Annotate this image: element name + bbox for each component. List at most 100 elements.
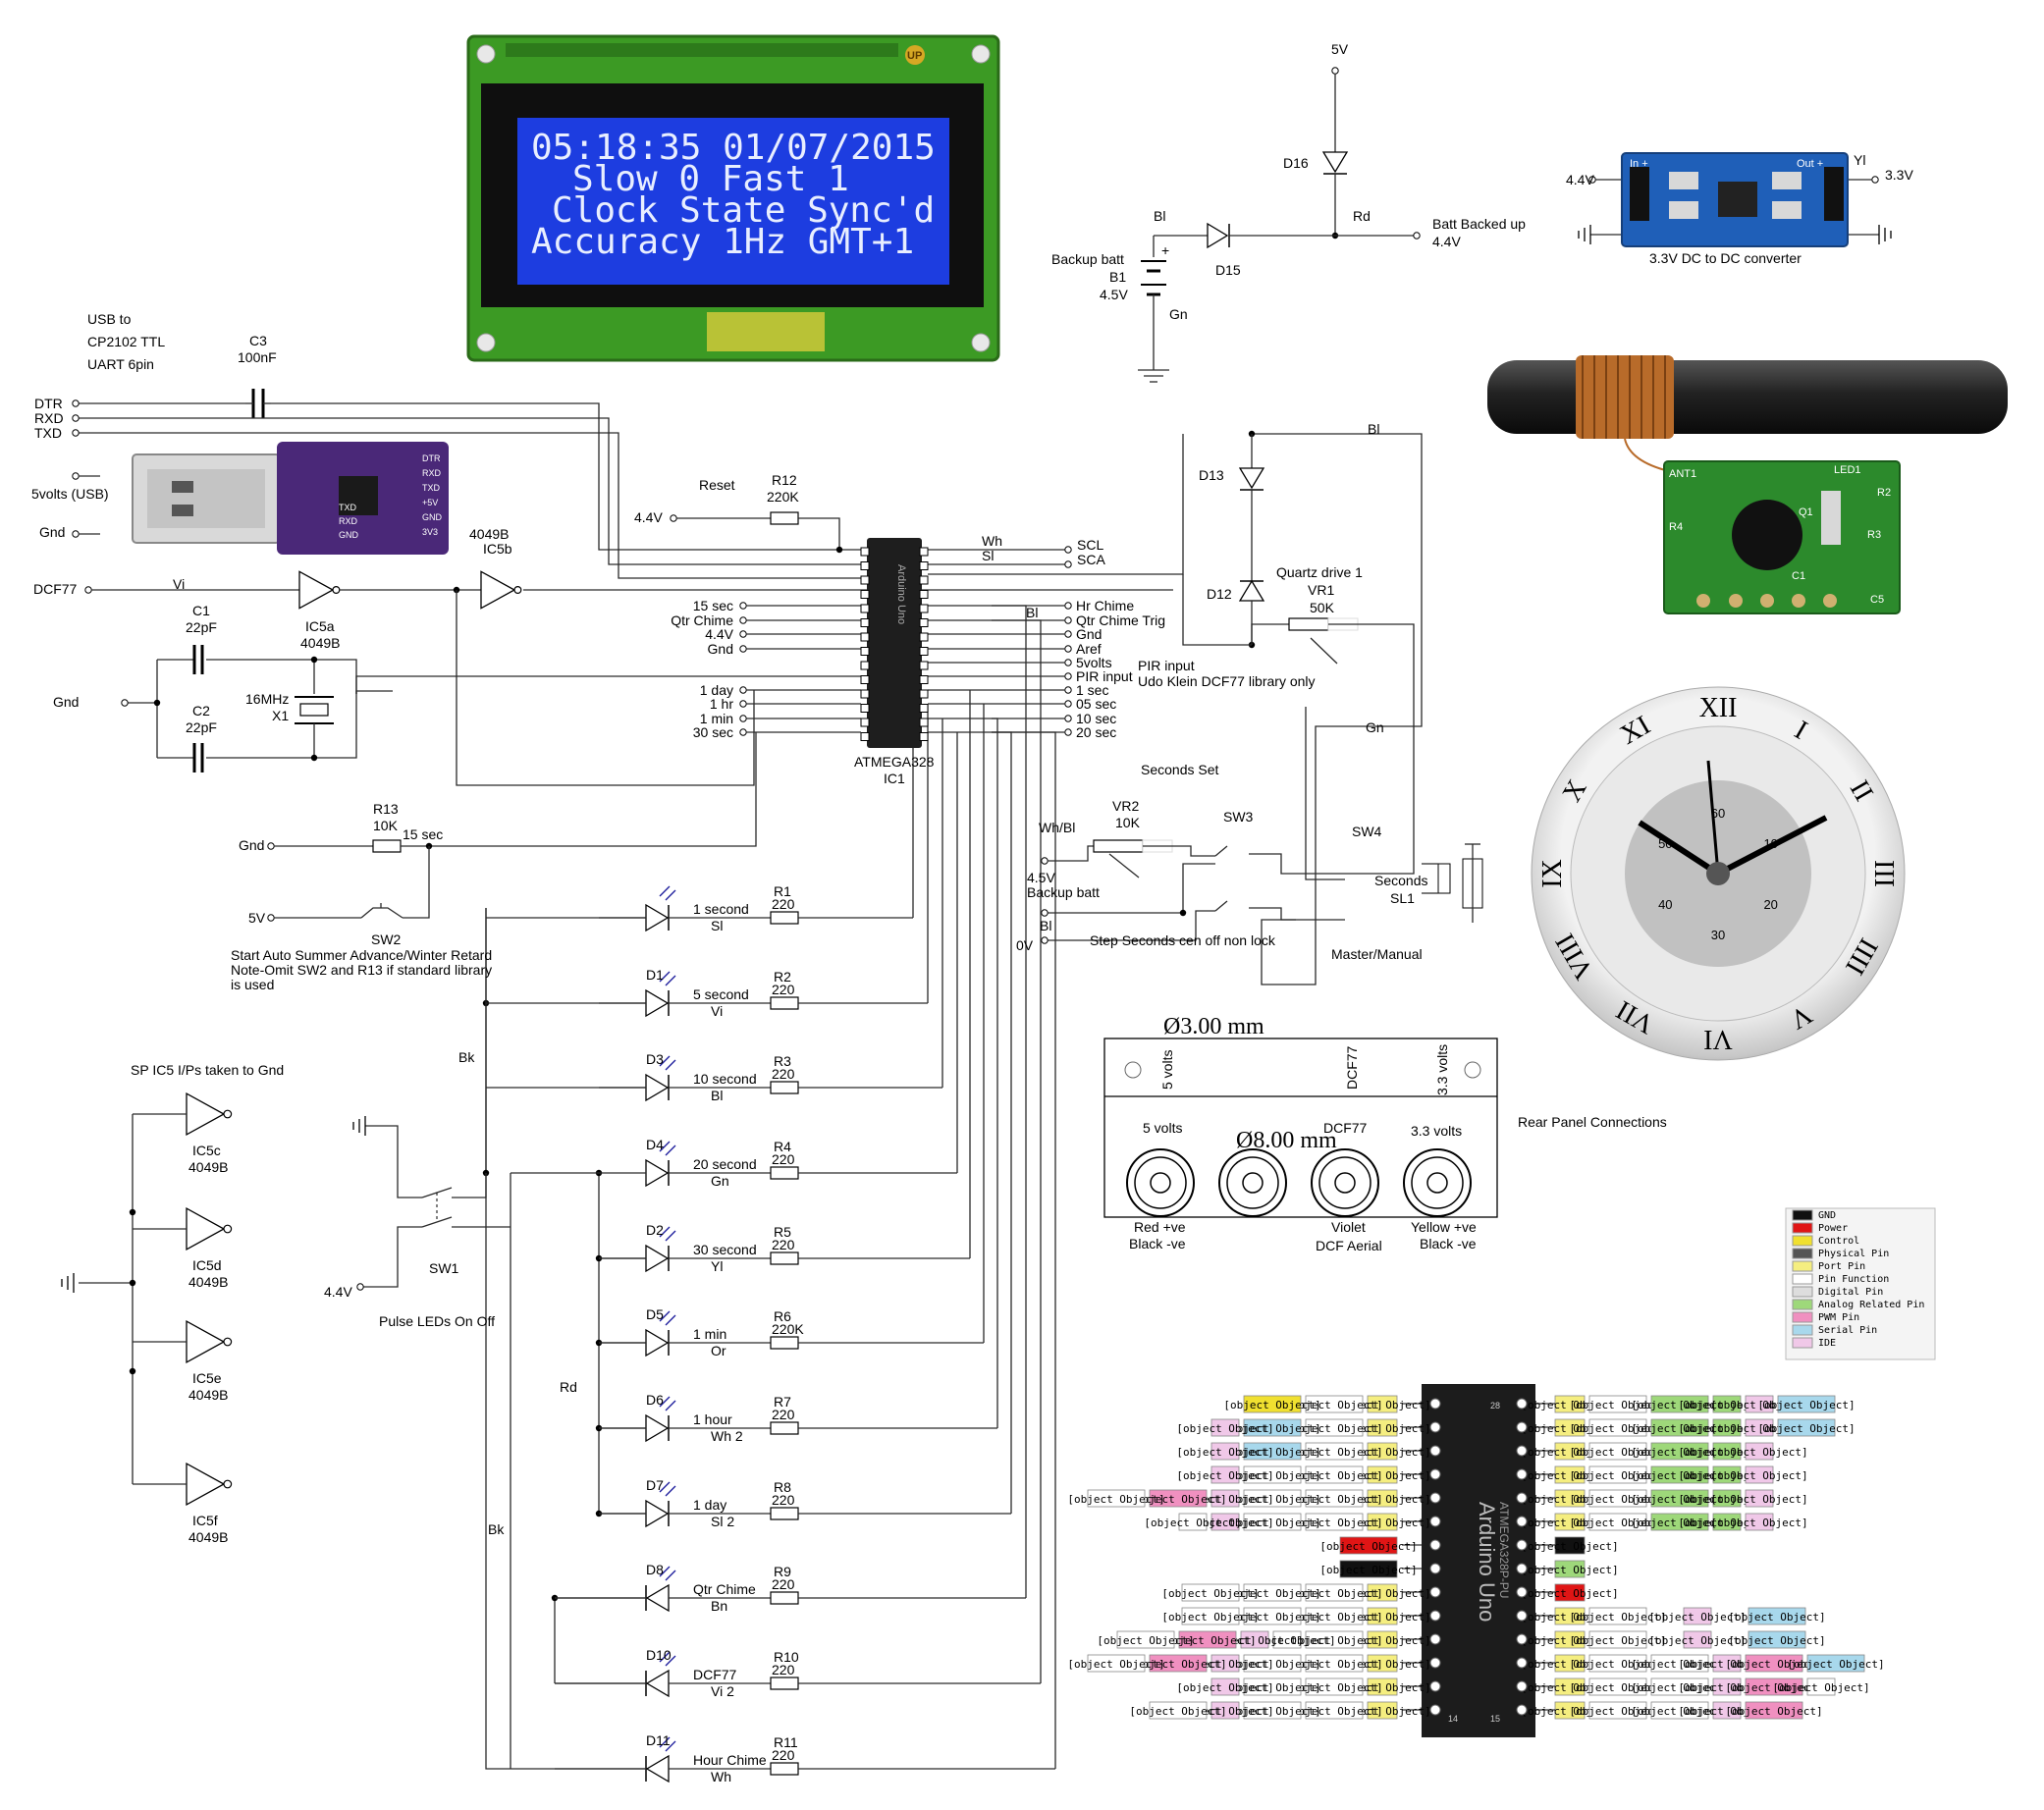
- pinout-pin: [1429, 1704, 1441, 1716]
- legend-swatch: [1792, 1273, 1813, 1285]
- mcu-right-pin-7: 05 sec: [1076, 696, 1116, 712]
- sw2-note-1: Start Auto Summer Advance/Winter Retard: [231, 947, 492, 963]
- led-0-res-value: 220: [772, 896, 795, 912]
- legend-swatch: [1792, 1299, 1813, 1310]
- pinout-cell: [1712, 1395, 1742, 1413]
- usb-board-pin-7: RXD: [339, 516, 358, 526]
- wire: [363, 1226, 422, 1288]
- pinout-cell-label: [object Object]: [1772, 1681, 1869, 1694]
- mcu-left-pin-6: 1 min: [700, 711, 733, 726]
- inverter-bubble: [223, 1224, 233, 1234]
- pinout-pin: [1516, 1398, 1528, 1410]
- led-arrow: [665, 1314, 676, 1326]
- wire: [928, 434, 1184, 575]
- led-9-label: DCF77: [693, 1667, 737, 1682]
- mcu-left-pin-7: 30 sec: [693, 724, 733, 740]
- terminal: [267, 842, 275, 850]
- panel-top-5v: 5 volts: [1159, 1050, 1175, 1090]
- solenoid: [1437, 863, 1451, 894]
- x1-freq: 16MHz: [245, 691, 289, 707]
- led-arrow: [665, 1570, 676, 1581]
- pinout-cell: [1367, 1583, 1398, 1602]
- pinout-pin: [1429, 1586, 1441, 1598]
- wire: [798, 517, 840, 550]
- bnc-pin: [1150, 1172, 1171, 1194]
- pinout-cell-label: [object Object]: [1176, 1681, 1273, 1694]
- wire: [1214, 900, 1228, 912]
- pinout-cell: [1745, 1465, 1774, 1484]
- pinout-cell-label: [object Object]: [1521, 1587, 1618, 1600]
- terminal: [739, 616, 747, 624]
- wire-bl-label: Bl: [1026, 605, 1038, 620]
- usb-board-pin-2: TXD: [422, 483, 441, 493]
- usb-board-pin-4: GND: [422, 512, 443, 522]
- led-4-res-ref: R5: [774, 1224, 791, 1240]
- sw2-note-2: Note-Omit SW2 and R13 if standard librar…: [231, 962, 492, 978]
- junction-dot: [153, 699, 161, 707]
- pinout-cell-label: [object Object]: [1285, 1634, 1382, 1647]
- junction-dot: [835, 546, 843, 554]
- led-5-label: 1 min: [693, 1326, 726, 1342]
- mod-ant-label: ANT1: [1669, 468, 1696, 480]
- wire: [992, 718, 998, 1428]
- led-6-colour: Wh 2: [711, 1428, 743, 1444]
- pinout-cell: [1149, 1489, 1208, 1508]
- led-3-colour: Gn: [711, 1173, 729, 1189]
- pinout-cell-label: [object Object]: [1521, 1564, 1618, 1576]
- pinout-cell-label: [object Object]: [1285, 1469, 1382, 1482]
- pinout-pin: [1429, 1539, 1441, 1551]
- mcu-pin: [860, 689, 870, 699]
- pinout-cell: [1178, 1513, 1208, 1531]
- pinout-cell: [1588, 1489, 1647, 1508]
- r13-gnd-label: Gnd: [239, 837, 264, 853]
- wire: [403, 846, 430, 919]
- pinout-cell: [1712, 1513, 1742, 1531]
- seconds-set-title: Seconds Set: [1141, 762, 1218, 777]
- pinout-cell: [1367, 1654, 1398, 1673]
- ic5a-label: IC5a: [305, 618, 335, 634]
- terminal: [356, 1283, 364, 1291]
- led-resistor: [770, 996, 799, 1010]
- whbl-label: Wh/Bl: [1039, 820, 1075, 835]
- pinout-pin: [1429, 1610, 1441, 1622]
- led-8-label: Qtr Chime: [693, 1581, 756, 1597]
- clock-dial-1: 20: [1763, 897, 1777, 912]
- pinout-cell-label: [object Object]: [1710, 1493, 1807, 1506]
- reset-4v4-label: 4.4V: [634, 509, 663, 525]
- inverter-bubble: [223, 1109, 233, 1119]
- pinout-cell-label: [object Object]: [1067, 1658, 1164, 1671]
- pinout-cell: [1806, 1654, 1865, 1673]
- pinout-cell: [1588, 1465, 1647, 1484]
- pinout-cell-label: [object Object]: [1787, 1658, 1884, 1671]
- pinout-cell-label: [object Object]: [1710, 1517, 1807, 1529]
- pinout-cell: [1367, 1630, 1398, 1649]
- pinout-cell-label: [object Object]: [1631, 1399, 1728, 1411]
- terminal: [1064, 616, 1072, 624]
- sw1-bk-label-1: Bk: [458, 1049, 475, 1065]
- pinout-cell: [1305, 1607, 1364, 1625]
- legend-swatch: [1792, 1260, 1813, 1272]
- pinout-cell: [1745, 1513, 1774, 1531]
- pinout-cell: [1210, 1654, 1240, 1673]
- led-10-res-value: 220: [772, 1747, 795, 1763]
- legend-item-0: GND: [1818, 1210, 1836, 1221]
- spare-gate-3-value: 4049B: [188, 1529, 228, 1545]
- pinout-cell-label: [object Object]: [1176, 1422, 1273, 1435]
- wire: [1214, 845, 1228, 857]
- pinout-cell: [1712, 1489, 1742, 1508]
- sca-label: SCA: [1077, 552, 1105, 567]
- vr2: [1093, 839, 1144, 853]
- pinout-pin: [1516, 1539, 1528, 1551]
- pinout-cell: [1712, 1677, 1742, 1696]
- pinout-cell: [1181, 1583, 1240, 1602]
- d12-diode: [1238, 579, 1265, 602]
- pinout-cell: [1243, 1654, 1302, 1673]
- usb-board-pin-1: RXD: [422, 468, 442, 478]
- led-diode: [645, 1583, 670, 1613]
- pinout-pin: [1429, 1421, 1441, 1433]
- pinout-pin: [1429, 1680, 1441, 1692]
- panel-connectors: [1126, 1148, 1472, 1217]
- pinout-cell-label: [object Object]: [1569, 1469, 1666, 1482]
- led-resistor: [770, 1507, 799, 1520]
- master-manual-label: Master/Manual: [1331, 946, 1423, 962]
